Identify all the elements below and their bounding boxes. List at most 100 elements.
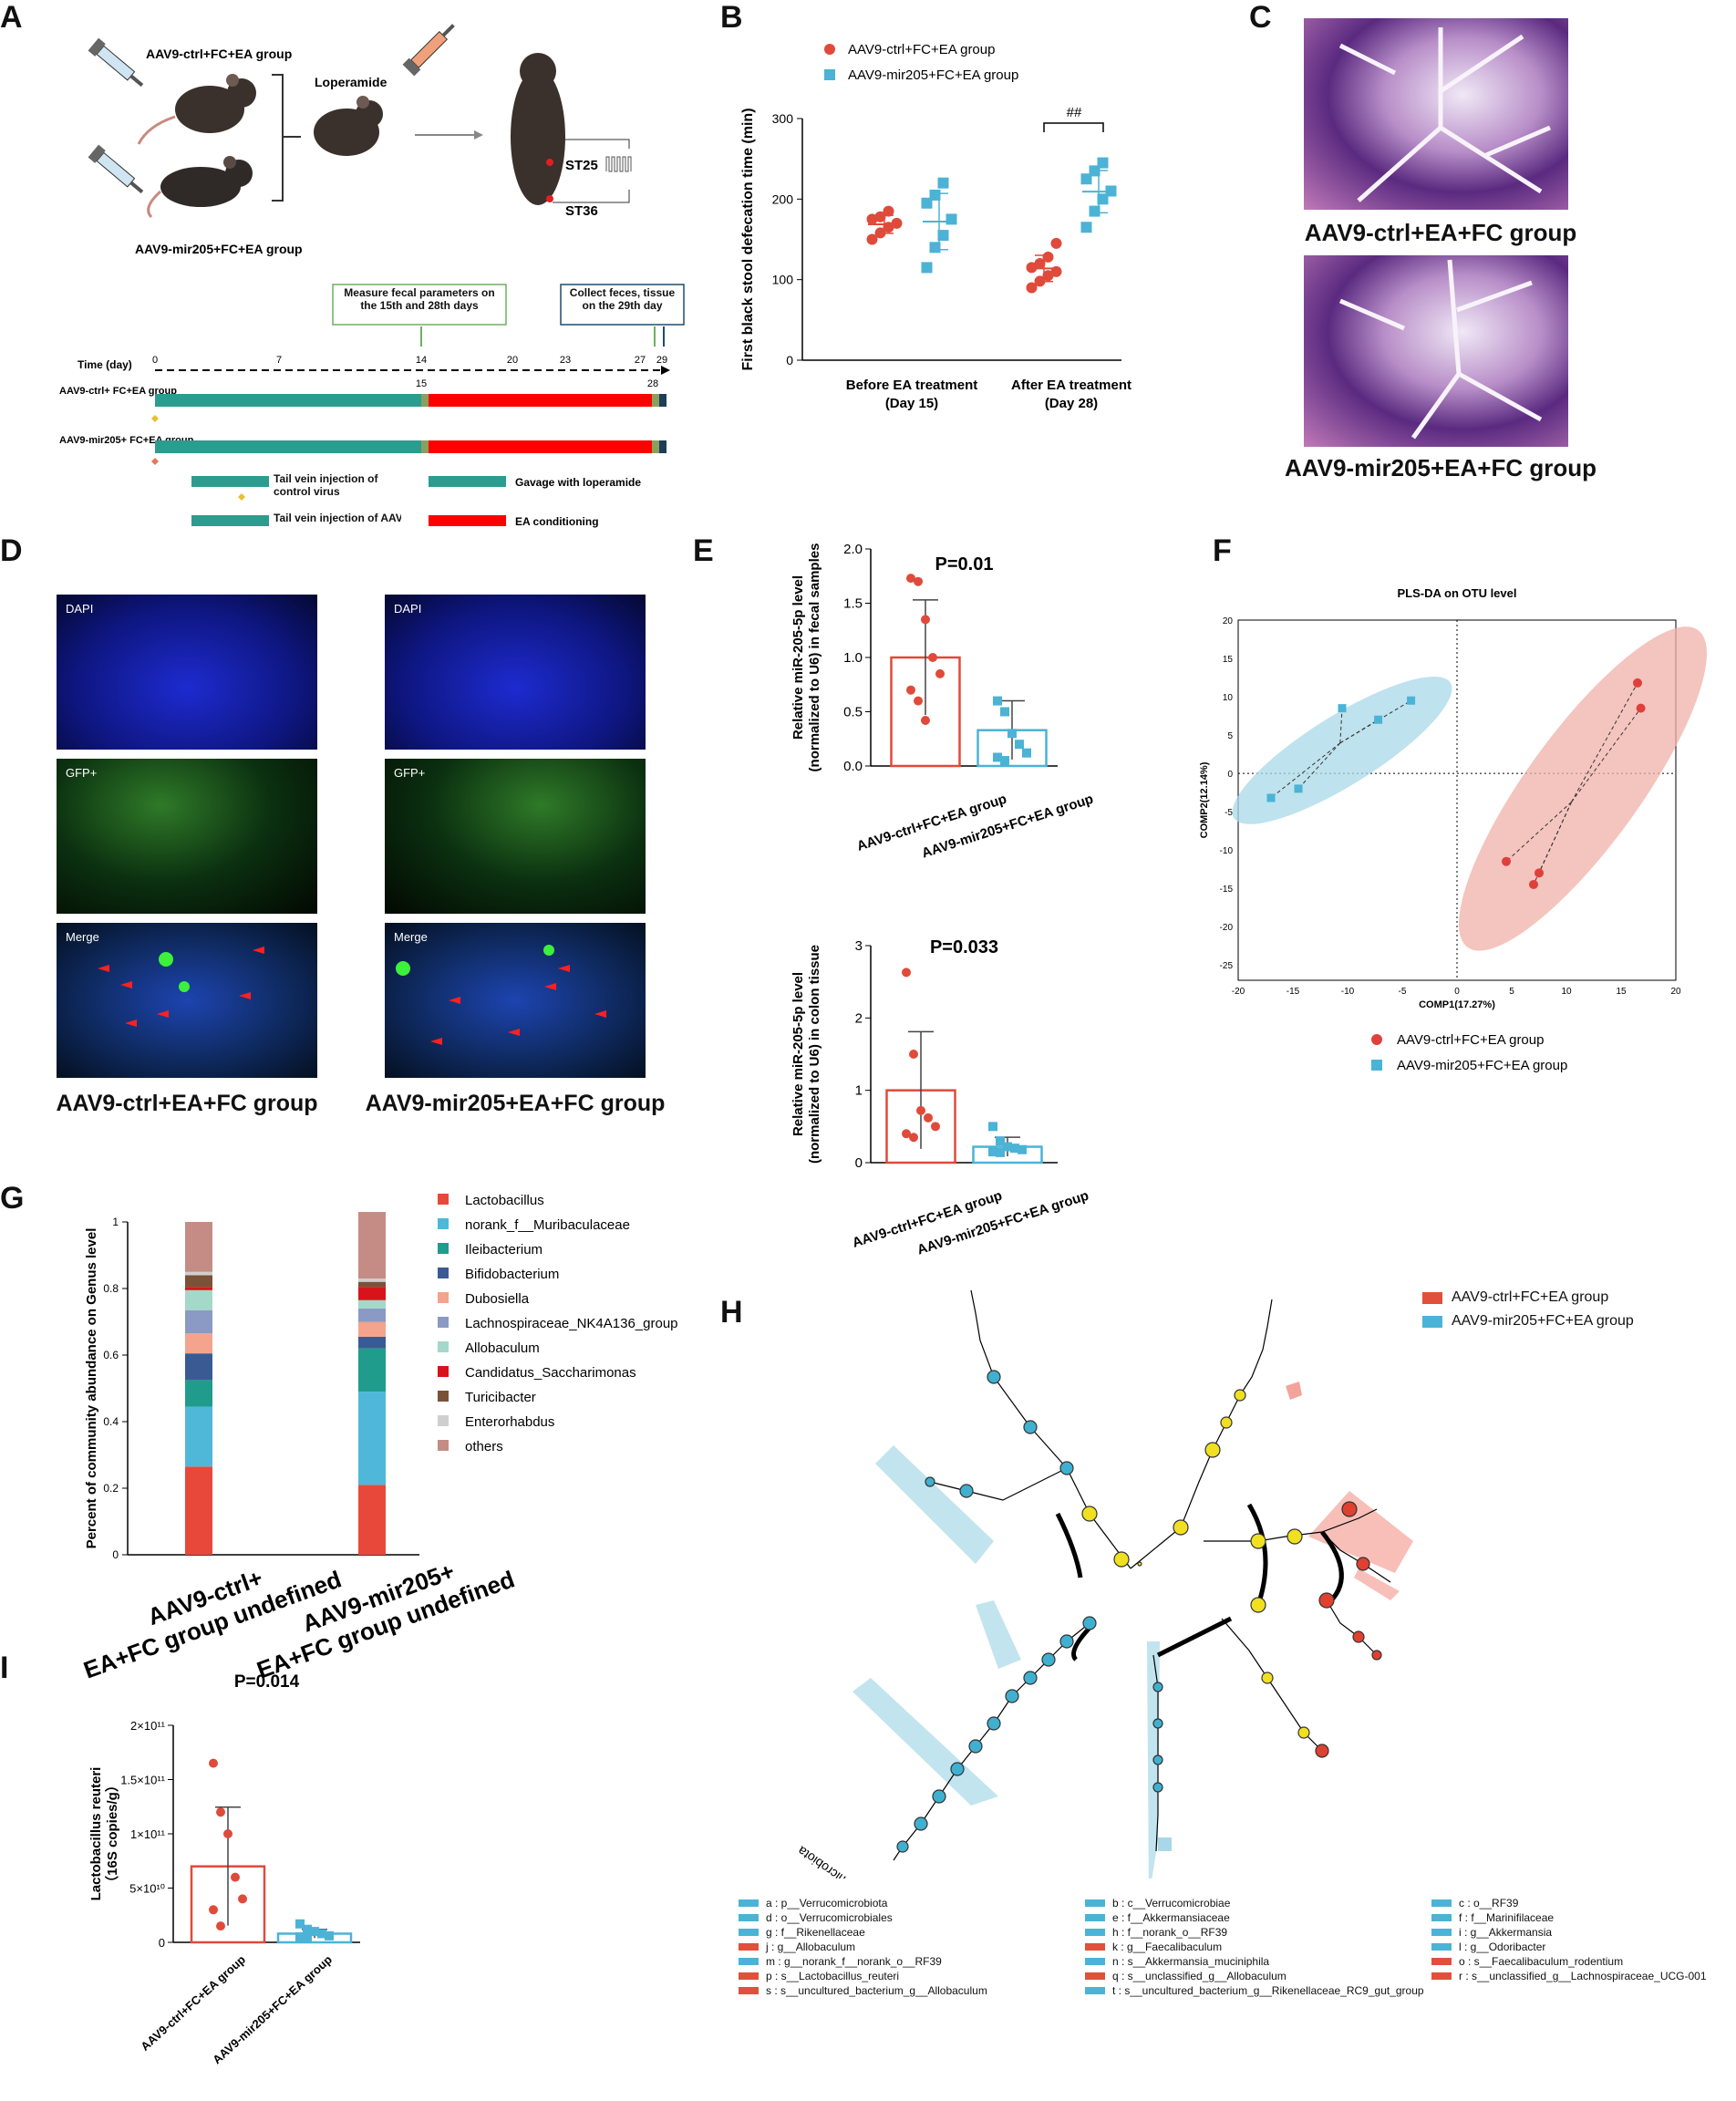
merge-image-mir: Merge bbox=[385, 923, 646, 1078]
data-point bbox=[1042, 270, 1054, 282]
data-point bbox=[996, 1147, 1005, 1157]
data-point bbox=[921, 615, 930, 625]
legend-swatch bbox=[438, 1194, 449, 1205]
cladogram-label: p__Verrucomicrobiota bbox=[795, 1844, 905, 1878]
y-tick-label: 20 bbox=[1223, 616, 1234, 626]
x-tick-label: -10 bbox=[1341, 987, 1355, 997]
data-point bbox=[1633, 678, 1642, 688]
legend-swatch bbox=[438, 1366, 449, 1377]
legend-label: Lachnospiraceae_NK4A136_group bbox=[465, 1316, 678, 1331]
y-tick-label: -5 bbox=[1224, 808, 1233, 818]
data-point bbox=[946, 213, 957, 225]
legend-swatch bbox=[438, 1243, 449, 1254]
x-tick-label: 5 bbox=[1509, 987, 1514, 997]
stacked-bar-segment bbox=[358, 1485, 386, 1555]
legend-marker bbox=[1371, 1060, 1382, 1071]
key-label: t : s__uncultured_bacterium_g__Rikenella… bbox=[1112, 1984, 1424, 1997]
cladogram-key: k : g__Faecalibaculum bbox=[1085, 1941, 1222, 1953]
chart-i: 05×10¹⁰1×10¹¹1.5×10¹¹2×10¹¹P=0.014Lactob… bbox=[88, 1672, 360, 2066]
y-axis-label: COMP2(12.14%) bbox=[1199, 761, 1210, 838]
key-swatch bbox=[739, 1929, 759, 1936]
key-label: q : s__unclassified_g__Allobaculum bbox=[1112, 1970, 1286, 1982]
row1-label: AAV9-ctrl+ FC+EA group bbox=[59, 386, 177, 397]
stacked-bar-segment bbox=[185, 1406, 212, 1467]
chart-title: PLS-DA on OTU level bbox=[1398, 586, 1517, 600]
experiment-schematic: ST25 ST36 AAV9-ctrl+FC+EA group AAV9-mir… bbox=[59, 24, 685, 528]
key-swatch bbox=[739, 1943, 759, 1951]
y-tick-label: 0.4 bbox=[103, 1415, 119, 1428]
legend-swatch bbox=[438, 1415, 449, 1426]
legend-label: others bbox=[465, 1439, 503, 1454]
stacked-bar-segment bbox=[358, 1321, 386, 1337]
legend-marker bbox=[1371, 1034, 1382, 1045]
data-point bbox=[223, 1829, 232, 1838]
data-point bbox=[874, 211, 886, 223]
key-label: g : f__Rikenellaceae bbox=[766, 1926, 865, 1939]
data-point bbox=[1338, 704, 1347, 713]
data-point bbox=[916, 1105, 925, 1115]
cladogram-key: b : c__Verrucomicrobiae bbox=[1085, 1897, 1230, 1910]
legend-label: AAV9-ctrl+FC+EA group bbox=[1397, 1032, 1544, 1048]
key-swatch bbox=[1431, 1914, 1452, 1921]
legend-label: Dubosiella bbox=[465, 1291, 530, 1307]
y-tick-label: 0 bbox=[1227, 770, 1233, 780]
key-swatch bbox=[739, 1987, 759, 1994]
confidence-ellipse bbox=[1232, 676, 1452, 824]
legend-label: AAV9-mir205+FC+EA group bbox=[848, 67, 1018, 83]
legend-swatch bbox=[438, 1218, 449, 1229]
data-point bbox=[1015, 740, 1024, 750]
measure-text: Measure fecal parameters on the 15th and… bbox=[344, 286, 495, 312]
gfp-image-mir: GFP+ bbox=[385, 759, 646, 914]
y-tick-label: 5×10¹⁰ bbox=[129, 1882, 165, 1896]
image-tag: Merge bbox=[66, 930, 99, 944]
panel-label-b: B bbox=[720, 0, 743, 35]
x-tick-label: 20 bbox=[1670, 987, 1681, 997]
image-tag: DAPI bbox=[66, 602, 94, 616]
key-label: c : o__RF39 bbox=[1459, 1897, 1519, 1910]
significance-label: ## bbox=[1067, 105, 1082, 120]
dapi-image-ctrl: DAPI bbox=[57, 595, 317, 750]
legend-label: norank_f__Muribaculaceae bbox=[465, 1217, 630, 1233]
x-axis-label: COMP1(17.27%) bbox=[1419, 999, 1495, 1010]
y-tick-label: 3 bbox=[855, 938, 863, 954]
key-swatch bbox=[1085, 1914, 1105, 1921]
y-axis-label: Relative miR-205-5p level bbox=[790, 575, 806, 740]
cladogram-key: m : g__norank_f__norank_o__RF39 bbox=[739, 1955, 942, 1968]
y-tick-label: 1.0 bbox=[843, 650, 863, 666]
data-point bbox=[924, 1113, 933, 1123]
key-swatch bbox=[739, 1972, 759, 1980]
data-point bbox=[1000, 756, 1009, 766]
y-tick-label: 0.0 bbox=[843, 759, 863, 774]
legend-label: EA conditioning bbox=[515, 515, 599, 528]
cladogram-key: p : s__Lactobacillus_reuteri bbox=[739, 1970, 899, 1982]
data-point bbox=[1534, 868, 1544, 878]
key-swatch bbox=[1085, 1943, 1105, 1951]
fluor-caption-mir: AAV9-mir205+EA+FC group bbox=[365, 1091, 666, 1116]
stacked-bar-segment bbox=[185, 1309, 212, 1334]
data-point bbox=[1080, 222, 1092, 233]
stacked-bar-segment bbox=[358, 1278, 386, 1282]
stacked-bar-segment bbox=[358, 1392, 386, 1485]
legend-swatch bbox=[429, 476, 506, 487]
x-tick-label: 15 bbox=[1616, 987, 1627, 997]
image-tag: GFP+ bbox=[394, 766, 426, 780]
key-label: d : o__Verrucomicrobiales bbox=[766, 1911, 893, 1924]
centroid-link bbox=[1505, 802, 1572, 863]
loperamide-label: Loperamide bbox=[315, 75, 388, 89]
data-point bbox=[914, 696, 923, 706]
data-point bbox=[929, 189, 941, 201]
data-point bbox=[935, 668, 945, 678]
key-label: a : p__Verrucomicrobiota bbox=[766, 1897, 888, 1910]
key-swatch bbox=[1431, 1972, 1452, 1980]
key-swatch bbox=[1085, 1899, 1105, 1907]
centroid-link bbox=[1533, 802, 1572, 885]
data-point bbox=[1636, 703, 1646, 713]
legend-label: Bifidobacterium bbox=[465, 1267, 559, 1282]
key-label: p : s__Lactobacillus_reuteri bbox=[766, 1970, 900, 1982]
data-point bbox=[902, 1129, 911, 1139]
data-point bbox=[231, 1872, 240, 1882]
measure-box bbox=[332, 284, 507, 326]
y-tick-label: -15 bbox=[1220, 885, 1234, 895]
